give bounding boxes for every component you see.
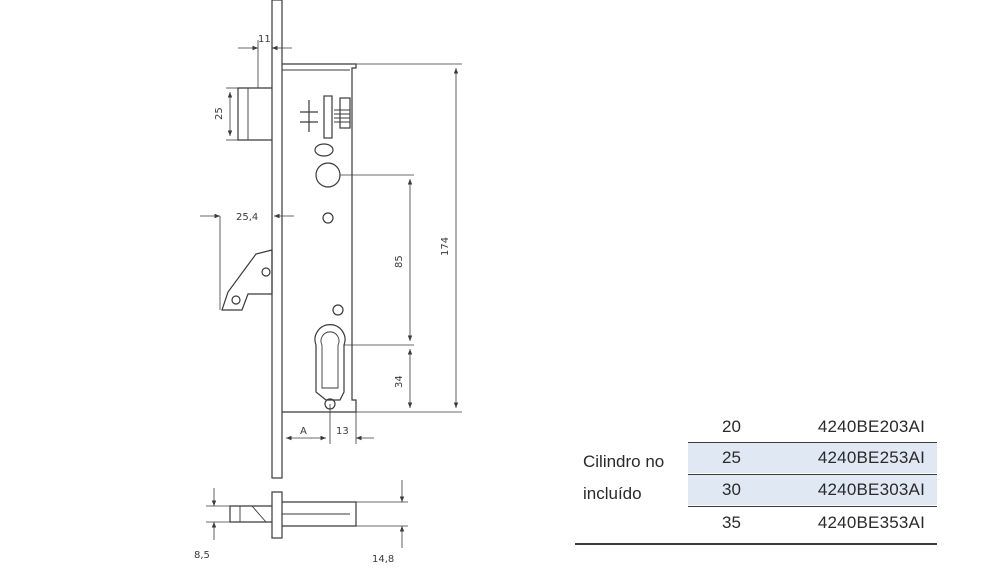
dim-14-8-label: 14,8 <box>372 554 394 565</box>
dim-8-5-label: 8,5 <box>194 550 210 561</box>
dim-25-4-label: 25,4 <box>236 212 258 223</box>
dim-25-label: 25 <box>214 107 225 120</box>
small-hole-1 <box>322 212 334 224</box>
spindle-hole <box>315 162 341 188</box>
table-row: 30 4240BE303AI <box>688 475 937 505</box>
section-bolt-detail <box>239 505 267 523</box>
row-divider <box>688 474 937 475</box>
row-size: 35 <box>722 513 741 532</box>
dim-85-label: 85 <box>394 255 405 268</box>
hook-bolt-pin-2 <box>231 295 241 305</box>
dim-a-label: A <box>300 426 307 437</box>
row-code: 4240BE253AI <box>817 448 925 467</box>
hook-bolt <box>221 249 273 311</box>
section-plate <box>271 491 283 539</box>
lever-cross <box>300 100 318 132</box>
faceplate <box>271 0 283 479</box>
table-bottom-rule <box>575 543 937 545</box>
small-hole-2 <box>332 304 344 316</box>
row-code: 4240BE303AI <box>817 480 925 499</box>
dim-174-label: 174 <box>440 237 451 256</box>
table-row: 35 4240BE353AI <box>688 508 937 538</box>
spring <box>334 109 350 123</box>
row-code: 4240BE353AI <box>817 513 925 532</box>
cylinder-cutout <box>314 324 346 401</box>
section-body <box>282 501 357 527</box>
row-size: 30 <box>722 480 741 499</box>
cylinder-label-line2: incluído <box>583 484 642 503</box>
latch-bolt <box>237 87 272 141</box>
dim-34-label: 34 <box>394 375 405 388</box>
row-divider <box>688 442 937 443</box>
lock-case <box>282 63 357 413</box>
dim-13-label: 13 <box>336 426 349 437</box>
hook-bolt-pin <box>261 267 271 277</box>
row-divider <box>688 506 937 507</box>
table-row: 20 4240BE203AI <box>688 412 937 442</box>
spring-housing <box>323 95 333 139</box>
table-row: 25 4240BE253AI <box>688 443 937 473</box>
cylinder-label-line1: Cilindro no <box>583 452 665 471</box>
dim-11-label: 11 <box>258 34 271 45</box>
follower-block <box>339 97 351 129</box>
row-size: 20 <box>722 417 741 436</box>
cylinder-inner <box>320 331 340 389</box>
oval-hole <box>314 143 334 157</box>
section-bolt <box>229 505 272 523</box>
row-size: 25 <box>722 448 741 467</box>
row-code: 4240BE203AI <box>817 417 925 436</box>
